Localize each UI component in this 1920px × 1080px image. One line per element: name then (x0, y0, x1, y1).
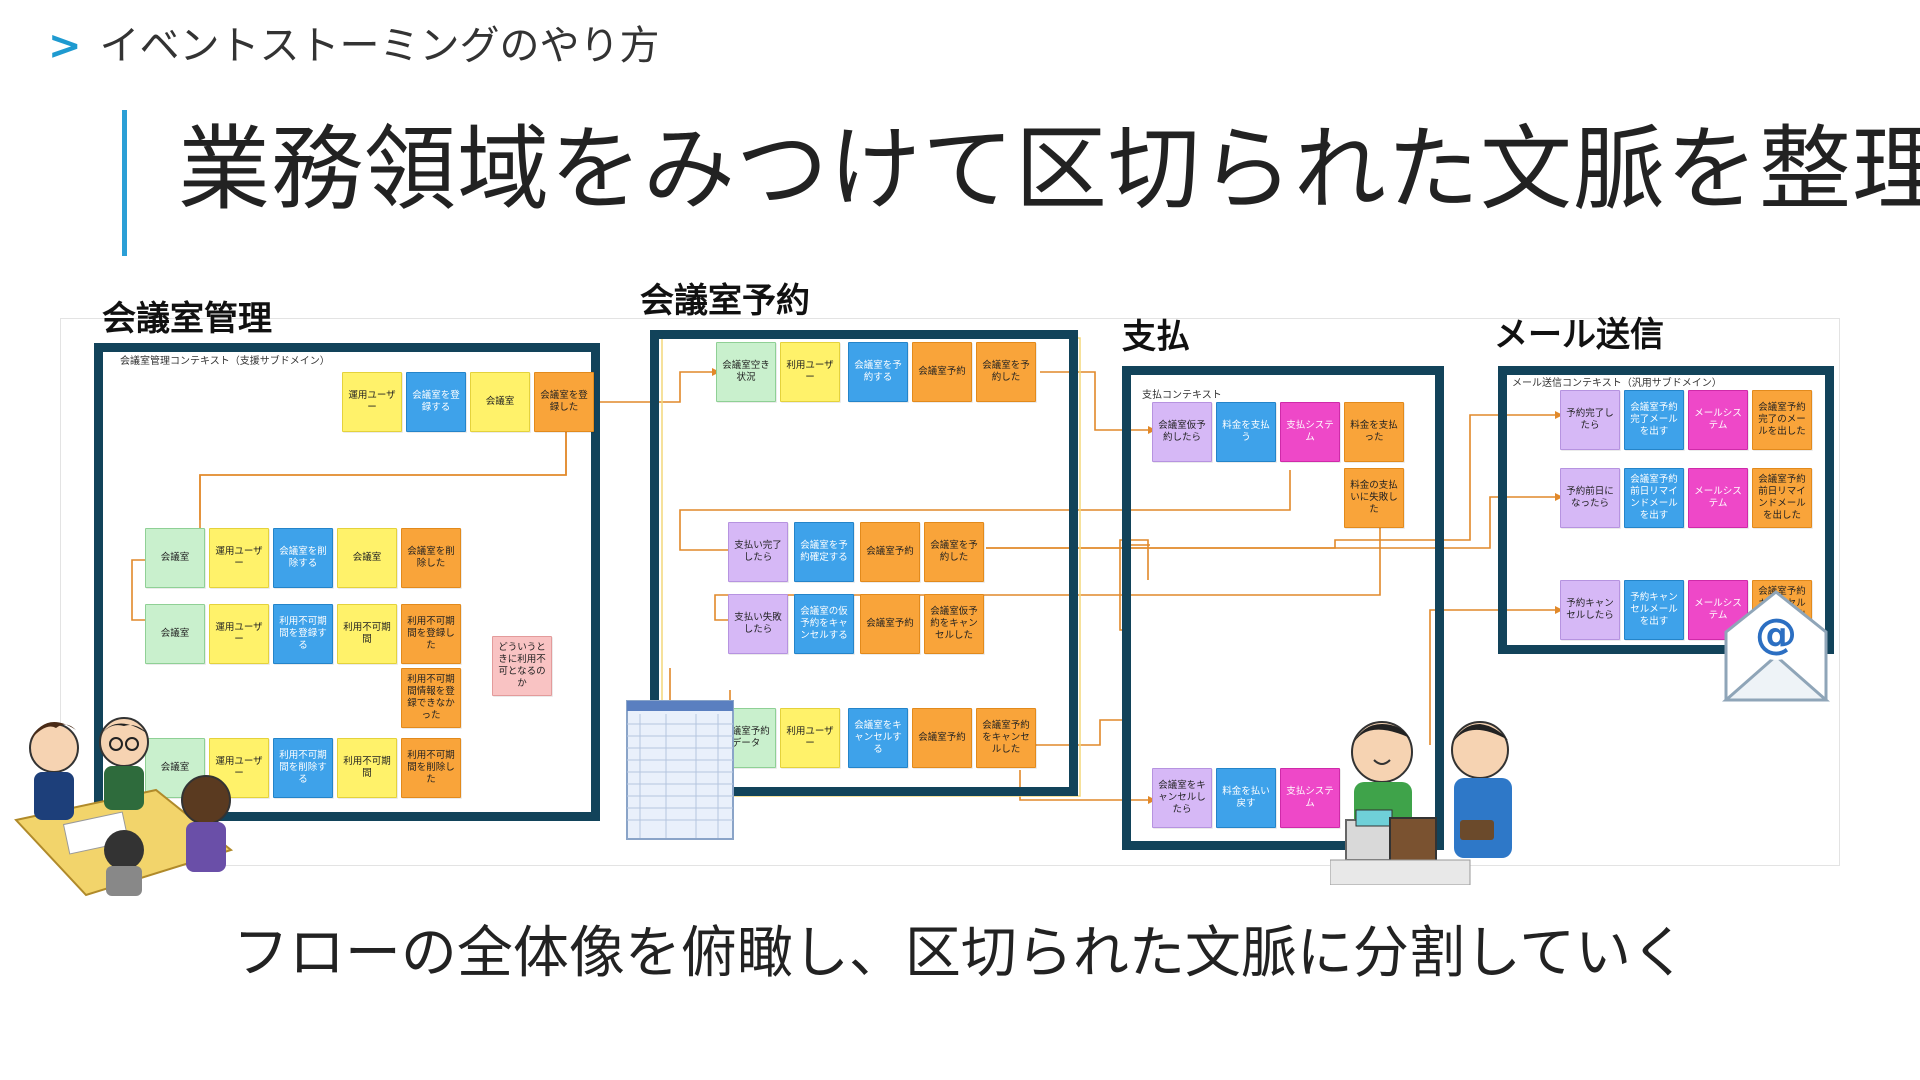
spreadsheet-icon (626, 700, 734, 840)
sticky-note: 予約キャンセルメールを出す (1624, 580, 1684, 640)
breadcrumb: > イベントストーミングのやり方 (48, 26, 660, 66)
page-subtitle: フローの全体像を俯瞰し、区切られた文脈に分割していく (232, 921, 1688, 986)
breadcrumb-text: イベントストーミングのやり方 (99, 23, 660, 69)
sticky-note: 会議室を削除する (273, 528, 333, 588)
payment-people-illustration (1330, 721, 1512, 885)
sticky-note: 会議室 (337, 528, 397, 588)
sticky-note: 利用不可期間を登録する (273, 604, 333, 664)
sticky-note: メールシステム (1688, 390, 1748, 450)
sticky-note: 会議室予約 (860, 522, 920, 582)
sticky-note: 会議室 (470, 372, 530, 432)
sticky-note: 会議室予約 (912, 708, 972, 768)
sticky-note: 会議室を予約する (848, 342, 908, 402)
context-box-payment (1122, 366, 1444, 850)
sticky-note: 会議室予約をキャンセルした (976, 708, 1036, 768)
sticky-note: 支払システム (1280, 402, 1340, 462)
sticky-note: 料金の支払いに失敗した (1344, 468, 1404, 528)
context-box-mail (1498, 366, 1834, 654)
sticky-note: 会議室 (145, 604, 205, 664)
sticky-note: 利用不可期間を登録した (401, 604, 461, 664)
sticky-note: どういうときに利用不可となるのか (492, 636, 552, 696)
svg-text:@: @ (1755, 609, 1797, 658)
sticky-note: 会議室予約完了メールを出す (1624, 390, 1684, 450)
sticky-note: 会議室空き状況 (716, 342, 776, 402)
sticky-note: 会議室の仮予約をキャンセルする (794, 594, 854, 654)
sticky-note: 予約完了したら (1560, 390, 1620, 450)
sticky-note: 会議室予約完了のメールを出した (1752, 390, 1812, 450)
sticky-note: 利用ユーザー (780, 708, 840, 768)
sticky-note: 会議室を予約確定する (794, 522, 854, 582)
sticky-note: 会議室を予約した (924, 522, 984, 582)
sticky-note: 利用不可期間 (337, 604, 397, 664)
sticky-note: 会議室をキャンセルする (848, 708, 908, 768)
context-heading-mail: メール送信 (1494, 315, 1664, 355)
sticky-note: 利用不可期間情報を登録できなかった (401, 668, 461, 728)
sticky-note: 支払い失敗したら (728, 594, 788, 654)
page-title: 業務領域をみつけて区切られた文脈を整理 (178, 116, 1920, 223)
sticky-note: 会議室 (145, 528, 205, 588)
context-heading-meeting-room-mgmt: 会議室管理 (102, 299, 272, 339)
sticky-note: 利用ユーザー (780, 342, 840, 402)
sticky-note: 支払システム (1280, 768, 1340, 828)
sticky-note: 予約キャンセルしたら (1560, 580, 1620, 640)
context-label: 会議室管理コンテキスト（支援サブドメイン） (120, 356, 330, 367)
context-label: メール送信コンテキスト（汎用サブドメイン） (1512, 378, 1722, 389)
sticky-note: 料金を支払う (1216, 402, 1276, 462)
sticky-note: 会議室を削除した (401, 528, 461, 588)
sticky-note: 会議室を予約した (976, 342, 1036, 402)
sticky-note: 料金を払い戻す (1216, 768, 1276, 828)
sticky-note: 運用ユーザー (342, 372, 402, 432)
sticky-note: 会議室予約前日リマインドメールを出した (1752, 468, 1812, 528)
context-heading-payment: 支払 (1122, 317, 1190, 357)
sticky-note: 会議室をキャンセルしたら (1152, 768, 1212, 828)
meeting-people-illustration (14, 717, 234, 897)
email-icon: @ (1722, 590, 1830, 702)
sticky-note: 予約前日になったら (1560, 468, 1620, 528)
context-box-meeting-room-mgmt (94, 343, 600, 821)
chevron-right-icon: > (48, 23, 82, 69)
sticky-note: 支払い完了したら (728, 522, 788, 582)
sticky-note: 会議室仮予約したら (1152, 402, 1212, 462)
sticky-note: メールシステム (1688, 468, 1748, 528)
sticky-note: 運用ユーザー (209, 528, 269, 588)
sticky-note: 会議室予約 (912, 342, 972, 402)
context-label: 支払コンテキスト (1142, 390, 1222, 401)
sticky-note: 会議室仮予約をキャンセルした (924, 594, 984, 654)
title-accent-bar (122, 110, 127, 256)
context-box-reservation (650, 330, 1078, 796)
sticky-note: 運用ユーザー (209, 604, 269, 664)
sticky-note: 会議室予約 (860, 594, 920, 654)
sticky-note: 利用不可期間を削除する (273, 738, 333, 798)
sticky-note: 利用不可期間を削除した (401, 738, 461, 798)
sticky-note: 会議室予約前日リマインドメールを出す (1624, 468, 1684, 528)
context-heading-reservation: 会議室予約 (640, 281, 810, 321)
sticky-note: 利用不可期間 (337, 738, 397, 798)
sticky-note: 会議室を登録した (534, 372, 594, 432)
sticky-note: 会議室を登録する (406, 372, 466, 432)
sticky-note: 料金を支払った (1344, 402, 1404, 462)
